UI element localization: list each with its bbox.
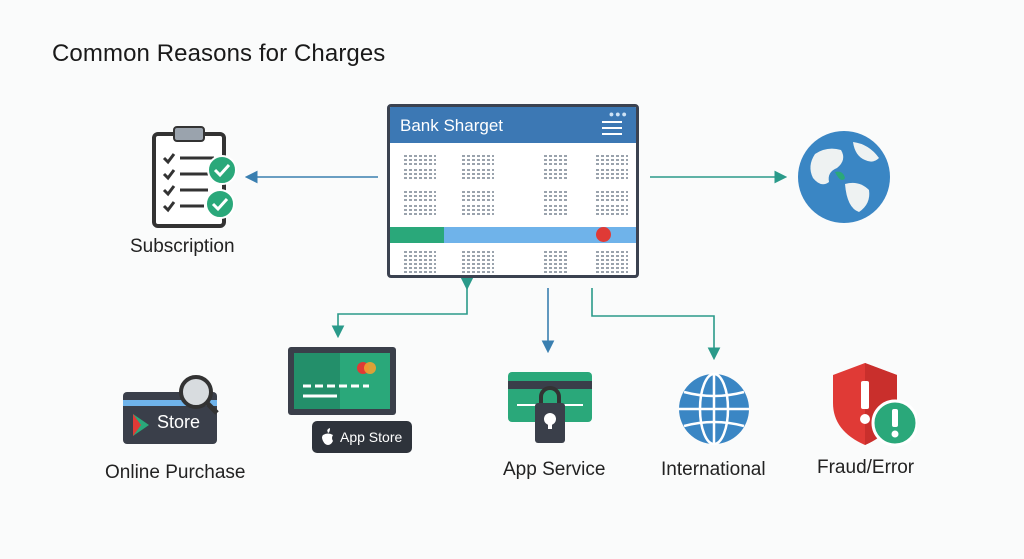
- globe-icon: [798, 131, 890, 223]
- page-title: Common Reasons for Charges: [52, 40, 386, 67]
- app-service-label: App Service: [503, 459, 606, 480]
- statement-row: [404, 191, 628, 201]
- statement-row: [404, 251, 628, 261]
- highlighted-charge-row[interactable]: [390, 227, 636, 243]
- charge-alert-dot: [596, 227, 611, 242]
- statement-row: [404, 263, 628, 273]
- statement-row: [404, 169, 628, 179]
- store-badge: Store: [123, 392, 217, 444]
- shield-alert-icon: [833, 363, 917, 447]
- card-lock-icon: [508, 372, 592, 443]
- apple-icon: [322, 428, 333, 445]
- statement-row: [404, 205, 628, 215]
- hamburger-menu-icon[interactable]: [602, 121, 622, 139]
- play-triangle-icon: [133, 414, 149, 436]
- app-store-badge-text: App Store: [340, 429, 403, 445]
- fraud-error-label: Fraud/Error: [817, 457, 915, 478]
- checklist-clipboard-icon: [152, 126, 237, 228]
- card-monitor-icon: [288, 347, 396, 415]
- arrow-to-international: [591, 288, 721, 361]
- statement-row: [404, 155, 628, 165]
- international-label: International: [661, 459, 766, 480]
- bank-window-header: Bank Sharget ●●●: [390, 107, 636, 143]
- subscription-label: Subscription: [130, 236, 235, 257]
- globe-grid-icon: [679, 372, 749, 446]
- charge-amount-highlight: [390, 227, 444, 243]
- magnifier-icon: [179, 375, 219, 415]
- window-dots-icon: ●●●: [608, 109, 628, 119]
- store-badge-text: Store: [157, 412, 201, 432]
- bank-statement-window: Bank Sharget ●●●: [387, 104, 639, 278]
- online-purchase-label: Online Purchase: [105, 462, 246, 483]
- app-store-badge: App Store: [312, 421, 412, 453]
- arrow-to-monitor: [331, 277, 474, 339]
- bank-window-title: Bank Sharget: [400, 116, 504, 135]
